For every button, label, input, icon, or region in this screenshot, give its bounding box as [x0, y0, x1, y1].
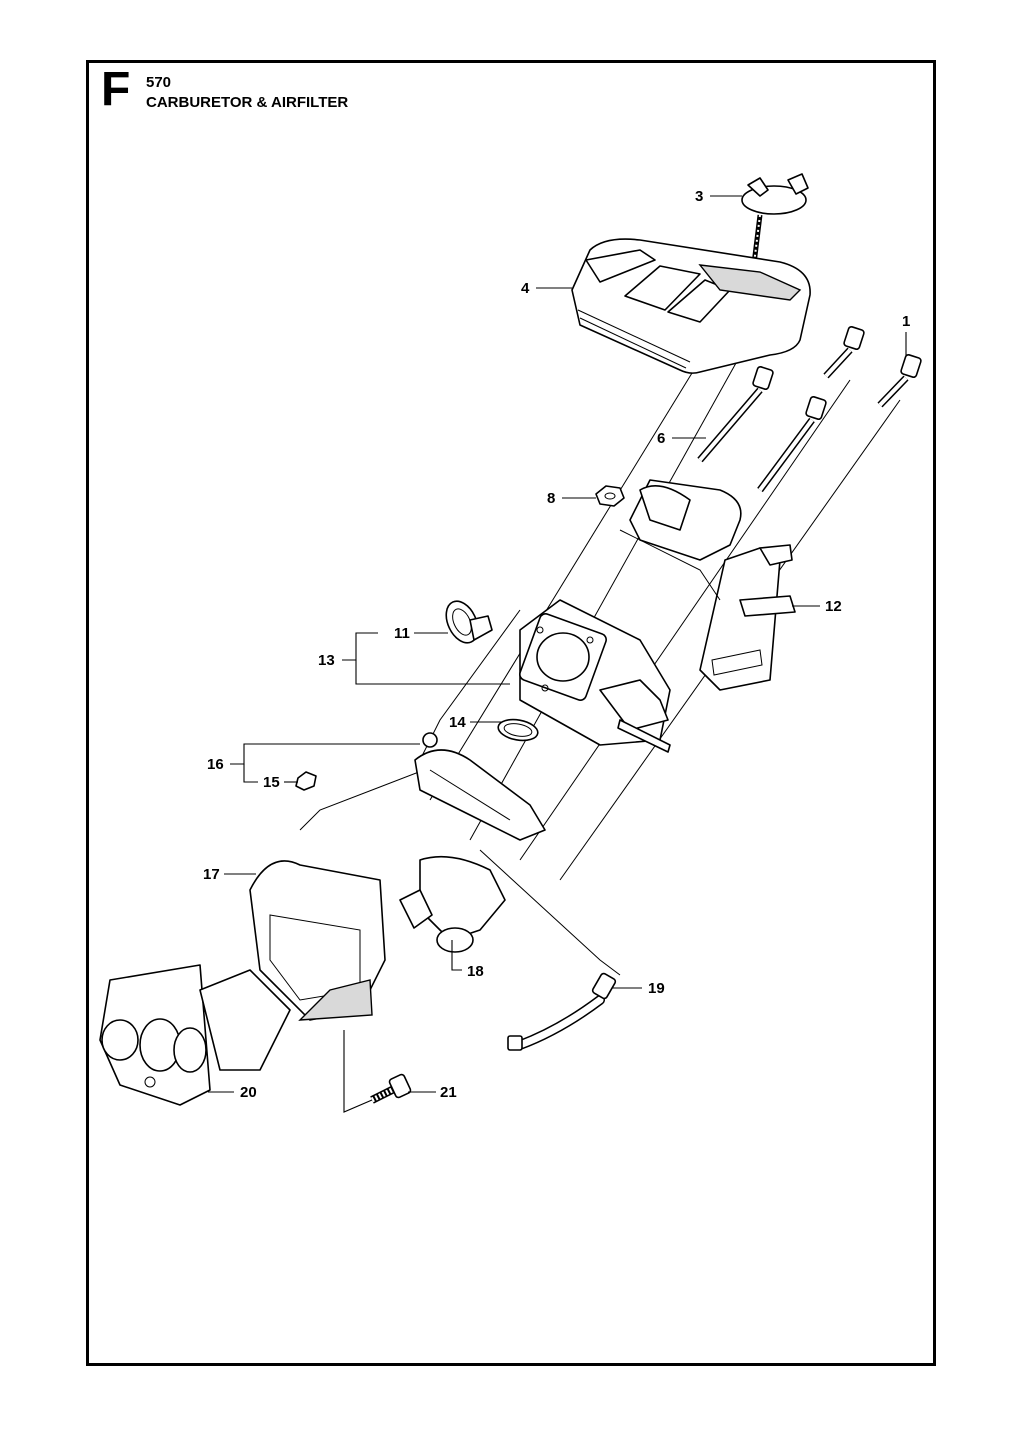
part-18-intake-boot [399, 855, 506, 953]
callout-11: 11 [394, 625, 410, 642]
section-letter: F [101, 63, 131, 116]
part-1-bolt-second [823, 325, 865, 379]
callout-21: 21 [440, 1084, 457, 1101]
part-8-nut [595, 485, 625, 507]
part-16-bracket [414, 732, 546, 841]
part-11-pump-cover [445, 600, 493, 644]
part-1-bolt [877, 353, 922, 408]
part-12-carburetor-mount [619, 479, 796, 691]
callout-19: 19 [648, 980, 665, 997]
part-19-impulse-hose [507, 972, 617, 1051]
callout-1: 1 [902, 313, 910, 330]
callout-8: 8 [547, 490, 555, 507]
callout-labels: 3 4 1 6 8 12 11 13 14 16 15 17 18 19 20 … [203, 188, 910, 1101]
callout-16: 16 [207, 756, 224, 773]
part-4-air-filter-cover [571, 238, 811, 374]
model-number: 570 [146, 74, 172, 91]
callout-3: 3 [695, 188, 703, 205]
part-15-small-nut [295, 771, 317, 791]
part-21-screw [370, 1073, 412, 1104]
callout-20: 20 [240, 1084, 257, 1101]
part-14-o-ring [497, 718, 539, 742]
leader-lines [208, 195, 907, 1113]
part-13-carburetor [519, 599, 671, 753]
page-title: CARBURETOR & AIRFILTER [146, 94, 349, 111]
part-3-knob-screw [741, 173, 809, 281]
callout-14: 14 [449, 714, 466, 731]
callout-6: 6 [657, 430, 665, 447]
callout-13: 13 [318, 652, 335, 669]
drawing-frame [86, 60, 936, 1366]
callout-4: 4 [521, 280, 530, 297]
part-6-bolt [697, 365, 774, 463]
callout-17: 17 [203, 866, 220, 883]
part-6-bolt-second [757, 395, 827, 493]
callout-18: 18 [467, 963, 484, 980]
part-20-intake-manifold [99, 964, 291, 1106]
callout-12: 12 [825, 598, 842, 615]
part-17-gasket-plate [249, 860, 386, 1021]
callout-15: 15 [263, 774, 280, 791]
